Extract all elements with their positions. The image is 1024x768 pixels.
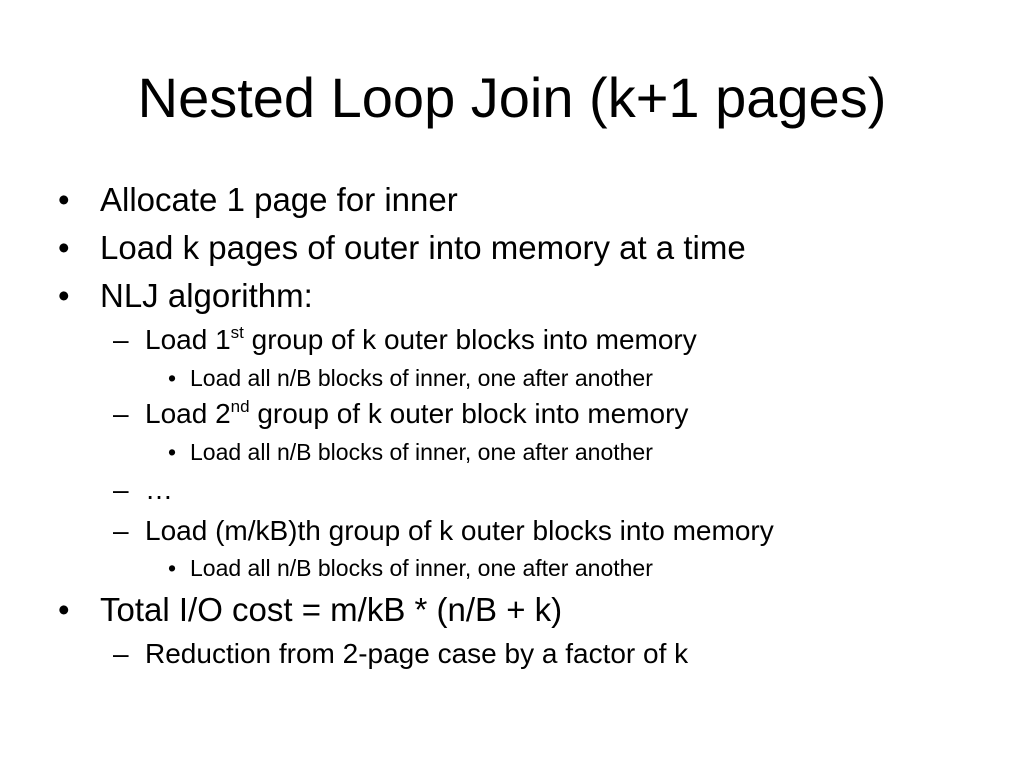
bullet-marker: •	[58, 277, 70, 314]
small-bullet-marker: •	[168, 365, 177, 391]
sub-bullet-text: Reduction from 2-page case by a factor o…	[145, 638, 689, 669]
small-bullet-marker: •	[168, 555, 177, 581]
bullet-marker: •	[58, 591, 70, 628]
nested-bullet-text: Load all n/B blocks of inner, one after …	[190, 365, 653, 391]
nested-bullet-text: Load all n/B blocks of inner, one after …	[190, 439, 653, 465]
bullet-text: Load k pages of outer into memory at a t…	[100, 229, 746, 266]
bullet-text: Allocate 1 page for inner	[100, 181, 458, 218]
bullet-marker: •	[58, 181, 70, 218]
sub-bullet-text: …	[145, 474, 173, 505]
text-segment: group of k outer block into memory	[249, 398, 689, 429]
dash-marker: –	[113, 515, 129, 546]
nested-bullet-text: Load all n/B blocks of inner, one after …	[190, 555, 653, 581]
text-segment: Load 1	[145, 324, 231, 355]
sub-bullet-text: Load (m/kB)th group of k outer blocks in…	[145, 515, 774, 546]
text-segment: Load 2	[145, 398, 231, 429]
bullet-text: Total I/O cost = m/kB * (n/B + k)	[100, 591, 563, 628]
small-bullet-marker: •	[168, 439, 177, 465]
sub-bullet-text: Load 1st group of k outer blocks into me…	[145, 323, 697, 357]
bullet-text: NLJ algorithm:	[100, 277, 313, 314]
dash-marker: –	[113, 398, 129, 429]
bullet-marker: •	[58, 229, 70, 266]
sub-bullet-text: Load 2nd group of k outer block into mem…	[145, 397, 688, 431]
dash-marker: –	[113, 324, 129, 355]
text-segment: group of k outer blocks into memory	[243, 324, 697, 355]
ordinal-suffix: nd	[230, 397, 250, 416]
dash-marker: –	[113, 474, 129, 505]
dash-marker: –	[113, 638, 129, 669]
slide-title: Nested Loop Join (k+1 pages)	[137, 66, 887, 129]
ordinal-suffix: st	[230, 323, 244, 342]
